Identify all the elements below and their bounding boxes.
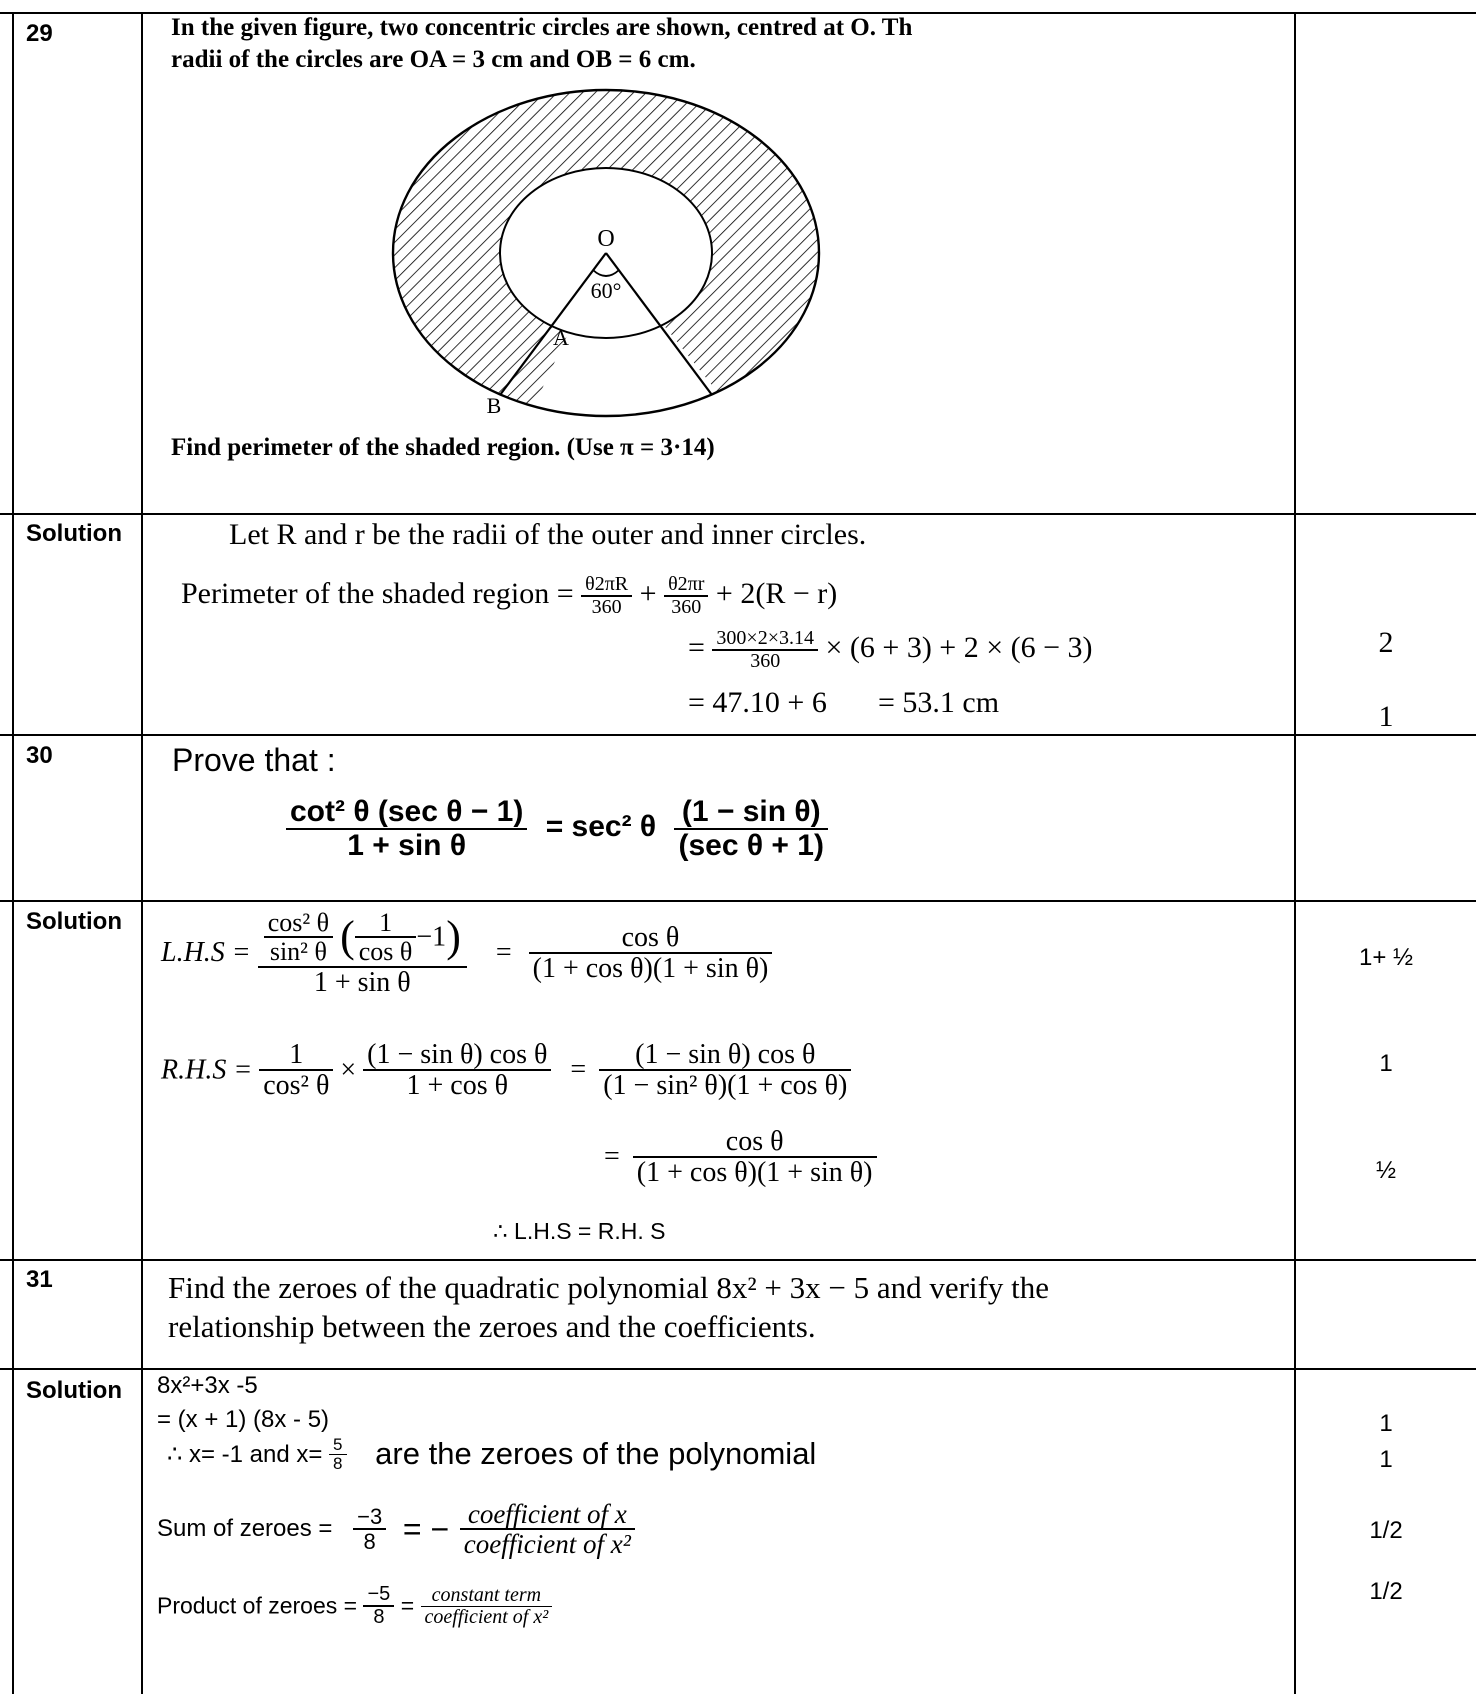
- table-border-top: [0, 12, 1476, 14]
- column-divider: [141, 12, 143, 1694]
- solution-label: Solution: [26, 1377, 122, 1404]
- marks: 1: [1379, 1410, 1393, 1437]
- angle-arc: [592, 269, 620, 277]
- perimeter-result: = 53.1 cm: [878, 686, 1000, 719]
- marks: 1/2: [1369, 1578, 1403, 1605]
- point-b-label: B: [487, 393, 502, 418]
- solution-label: Solution: [26, 520, 122, 547]
- formula-prefix: Perimeter of the shaded region =: [181, 576, 574, 610]
- question-text: relationship between the zeroes and the …: [168, 1309, 816, 1344]
- point-a-label: A: [553, 325, 569, 350]
- row-divider: [0, 734, 1476, 736]
- angle-label: 60°: [591, 278, 622, 303]
- row-divider: [0, 513, 1476, 515]
- row-divider: [0, 1368, 1476, 1370]
- polynomial: 8x²+3x -5: [157, 1372, 258, 1399]
- marks: 2: [1378, 626, 1394, 659]
- question-text: Find perimeter of the shaded region. (Us…: [171, 434, 715, 461]
- perimeter-result-step: = 47.10 + 6: [688, 686, 827, 719]
- question-number: 30: [26, 742, 53, 769]
- row-divider: [0, 1259, 1476, 1261]
- factorisation: = (x + 1) (8x - 5): [157, 1406, 330, 1433]
- question-text: Find the zeroes of the quadratic polynom…: [168, 1270, 1050, 1305]
- marks: 1: [1379, 1050, 1393, 1077]
- solution-label: Solution: [26, 908, 122, 935]
- column-divider: [1294, 12, 1296, 1694]
- lhs-result: cos θ(1 + cos θ)(1 + sin θ): [528, 922, 773, 983]
- marks: 1: [1378, 700, 1394, 733]
- lhs-fraction: cot² θ (sec θ − 1)1 + sin θ: [286, 796, 528, 861]
- rhs-fraction: (1 − sin θ)(sec θ + 1): [674, 796, 828, 861]
- conclusion: ∴ L.H.S = R.H. S: [493, 1218, 666, 1244]
- radius-ob: [499, 252, 607, 396]
- rhs-final: = cos θ(1 + cos θ)(1 + sin θ): [604, 1127, 877, 1188]
- row-divider: [0, 900, 1476, 902]
- marks: 1: [1379, 1446, 1393, 1473]
- question-number: 31: [26, 1266, 53, 1293]
- question-text: In the given figure, two concentric circ…: [171, 14, 913, 41]
- marks: 1/2: [1369, 1517, 1403, 1544]
- question-number: 29: [26, 20, 53, 47]
- identity-to-prove: cot² θ (sec θ − 1)1 + sin θ = sec² θ (1 …: [286, 796, 828, 861]
- marks: ½: [1375, 1157, 1396, 1184]
- concentric-circles-figure: O 60° A B: [391, 88, 821, 418]
- column-divider: [12, 12, 14, 1694]
- marks: 1+ ½: [1358, 944, 1414, 971]
- center-label: O: [597, 226, 614, 252]
- solution-text: Let R and r be the radii of the outer an…: [229, 518, 867, 551]
- radius-line: [605, 252, 713, 396]
- question-text: Prove that :: [172, 742, 336, 778]
- question-text: radii of the circles are OA = 3 cm and O…: [171, 46, 696, 73]
